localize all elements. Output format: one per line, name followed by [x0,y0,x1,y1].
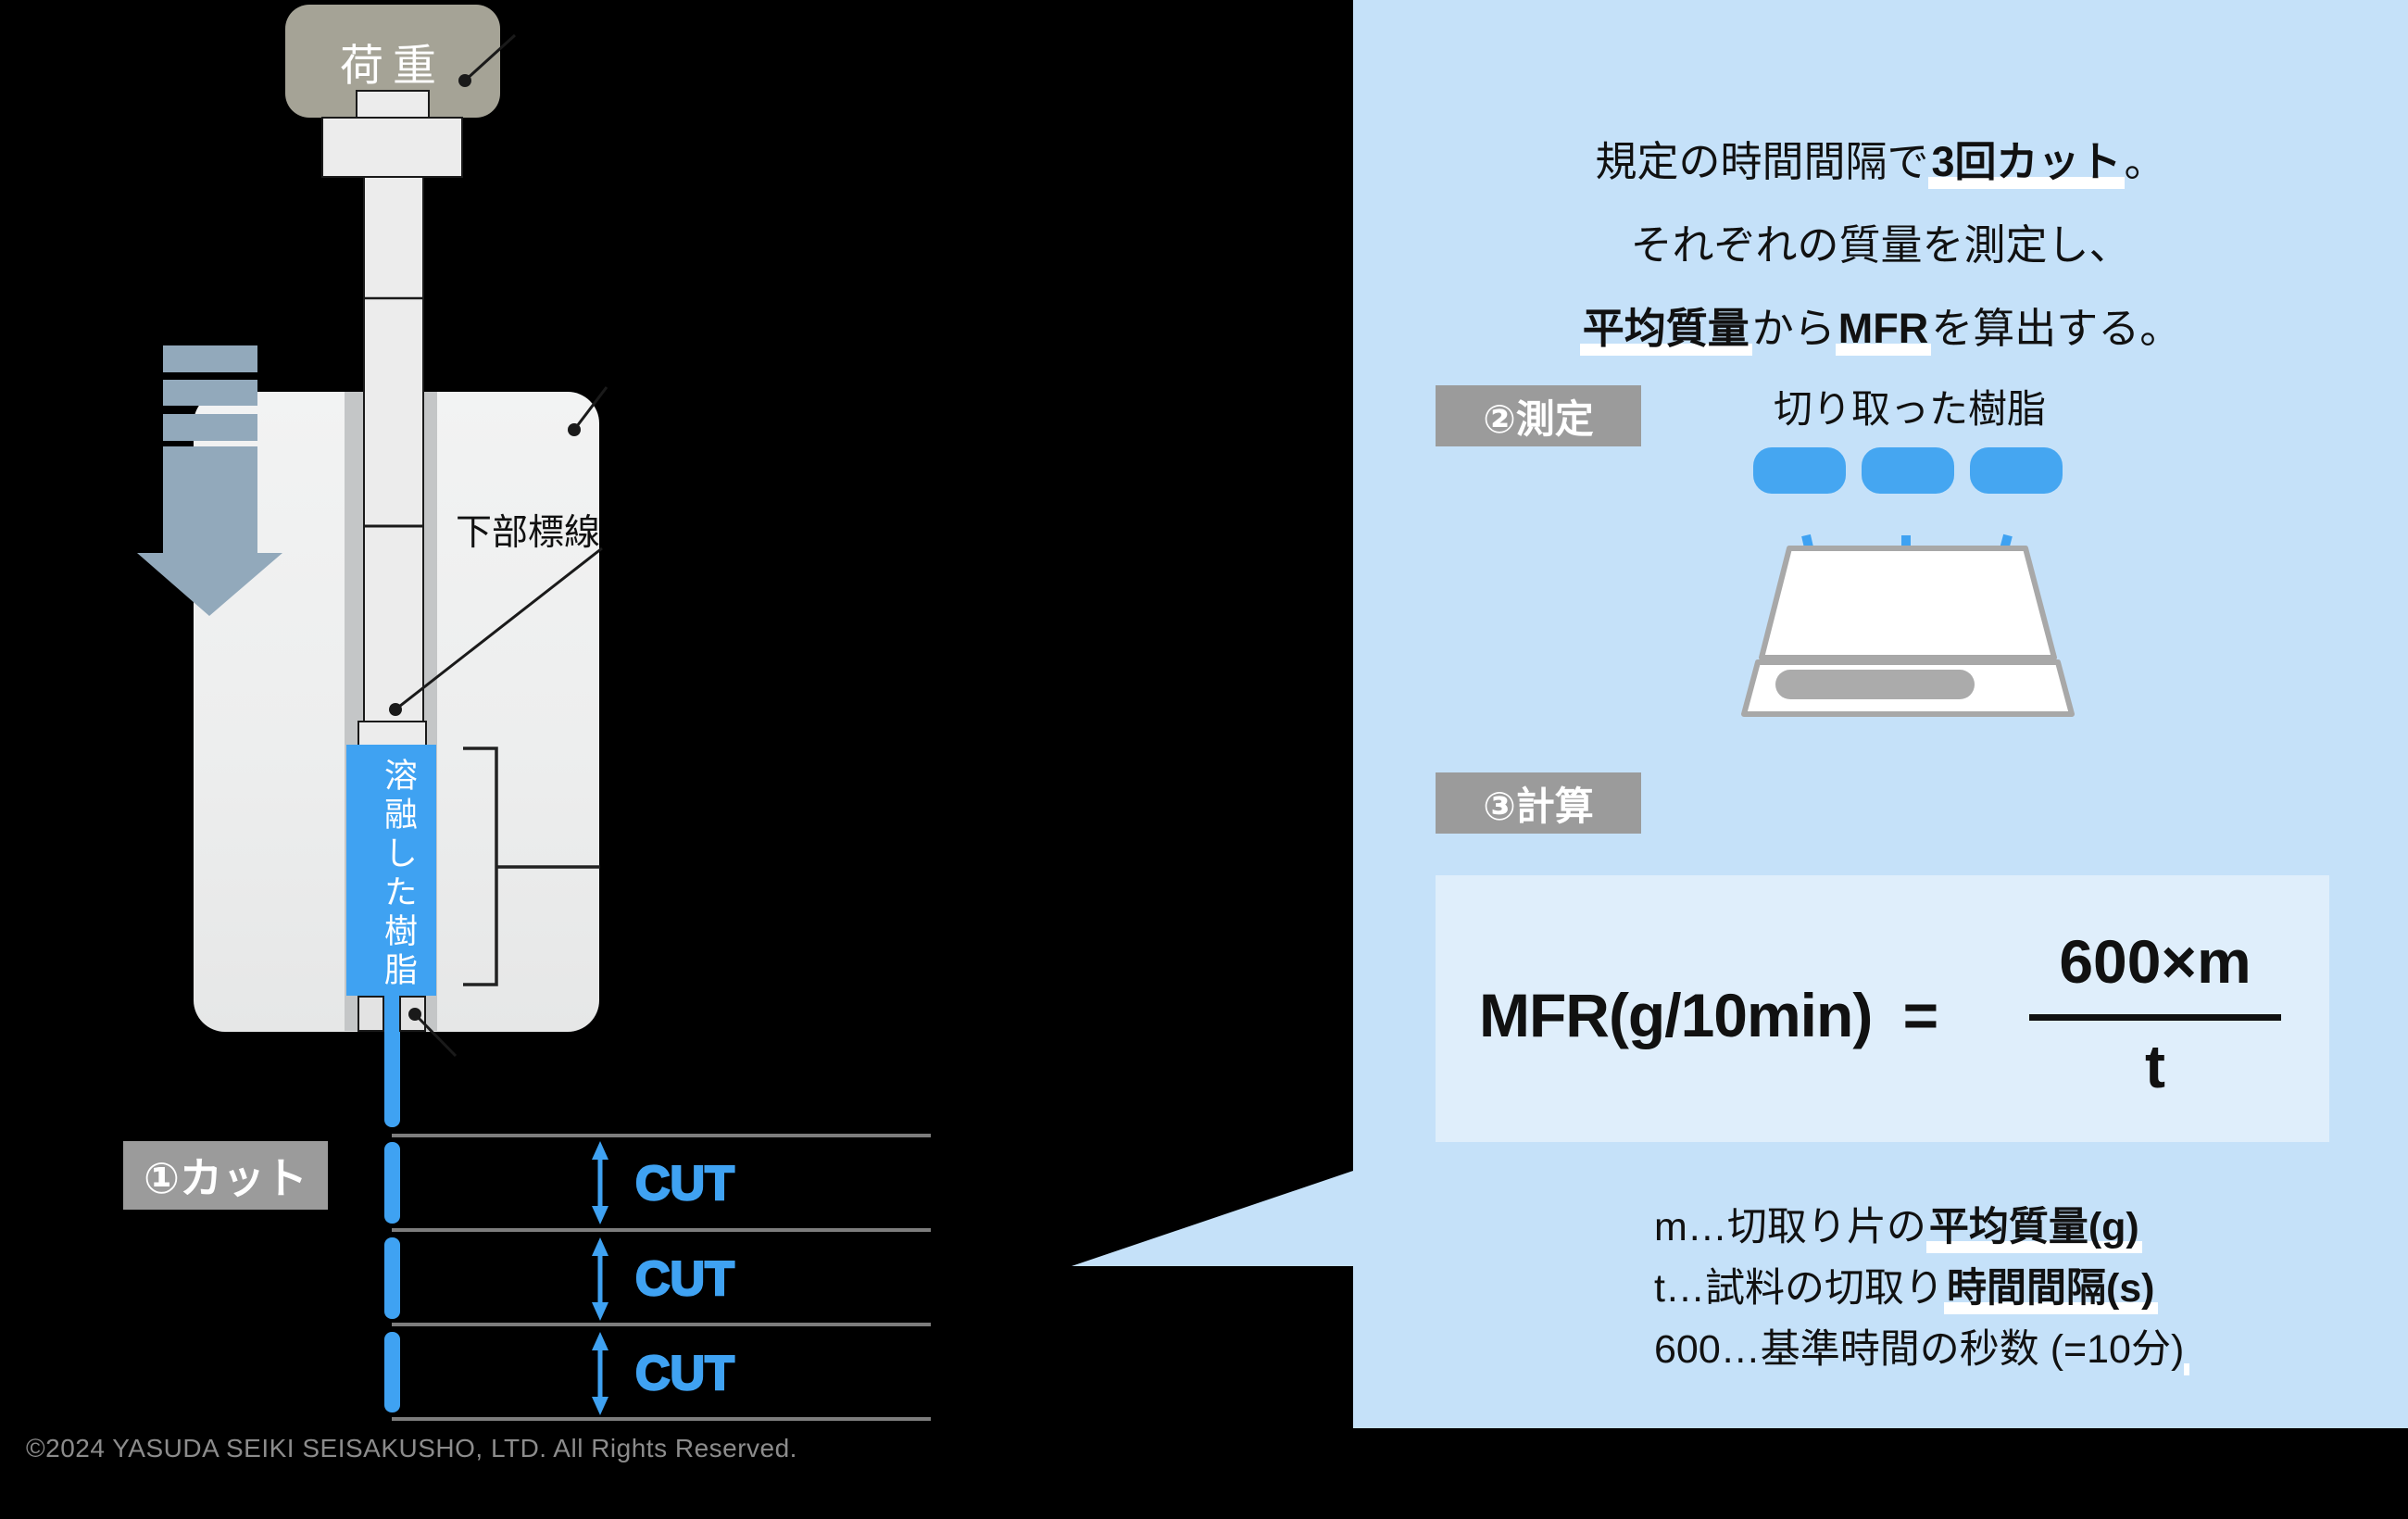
cut-resin-caption-text: 切り取った樹脂 [1773,387,2046,431]
resin-chip [1970,447,2063,494]
intro-line1-bold: 3回カット [1928,138,2125,189]
weight-label: 荷重 [340,40,445,90]
legend-m-pre: m…切取り片の [1654,1205,1926,1249]
intro-line2-text: それぞれの質量を測定し、 [1630,221,2131,269]
legend-line-t: t…試料の切取り時間間隔(s) [1654,1256,2158,1314]
intro-line-3: 平均質量からMFRを算出する。 [1353,295,2408,356]
step3-calc-box: ③計算 [1436,772,1641,834]
formula-lhs-text: MFR(g/10min) [1479,981,1873,1049]
legend-m-bold: 平均質量(g) [1925,1205,2142,1253]
step2-measure-label: ②測定 [1483,396,1594,441]
resin-cut-segment [384,1142,400,1224]
molten-resin-column [346,745,436,996]
cut-span-arrow-icon [592,1332,608,1415]
intro-line1-pre: 規定の時間間隔で [1595,138,1929,185]
formula-denominator-text: t [2145,1032,2165,1100]
cut-level-line [392,1417,931,1421]
intro-line-1: 規定の時間間隔で3回カット。 [1353,128,2408,189]
resin-chip [1753,447,1846,494]
intro-line1-post: 。 [2124,138,2166,185]
formula-numerator: 600×m [2029,926,2281,997]
cut-span-arrow-icon [592,1237,608,1321]
cut-level-line [392,1228,931,1232]
fraction-bar [2029,1014,2281,1021]
formula-numerator-text: 600×m [2059,927,2251,996]
molten-resin-label: 溶融した樹脂 [380,758,418,991]
formula-equals: = [1902,981,1939,1049]
resin-cut-segment [384,1237,400,1319]
resin-cut-segment [384,1332,400,1412]
intro-line3-bold2: MFR [1835,305,1932,356]
cut-mark-label: CUT [634,1251,735,1308]
step1-cut-label: ①カット [144,1154,307,1202]
copyright-text: ©2024 YASUDA SEIKI SEISAKUSHO, LTD. All … [26,1434,797,1463]
legend-line-600: 600…基準時間の秒数 (=10分) [1654,1317,2190,1375]
resin-strand [384,994,400,1127]
panel-tail [1072,1170,1356,1266]
cut-mark-label: CUT [634,1156,735,1212]
step2-measure-box: ②測定 [1436,385,1641,446]
cut-span-arrow-icon [592,1141,608,1224]
cut-mark-label: CUT [634,1346,735,1402]
intro-line-2: それぞれの質量を測定し、 [1353,211,2408,271]
die-block-right [399,996,426,1032]
formula-box [1436,875,2329,1142]
resin-chip [1862,447,1954,494]
intro-line3-bold1: 平均質量 [1579,305,1752,356]
cut-resin-caption: 切り取った樹脂 [1741,378,2078,434]
piston-collar [321,117,463,178]
piston-foot [357,721,427,747]
die-block-left [357,996,384,1032]
legend-line-m: m…切取り片の平均質量(g) [1654,1195,2142,1253]
cut-level-line [392,1134,931,1137]
intro-line3-post: を算出する。 [1931,305,2182,352]
lower-mark-label: 下部標線 [456,513,601,553]
formula-denominator: t [2029,1031,2281,1101]
step3-calc-label: ③計算 [1483,784,1594,828]
legend-600-pre: 600…基準時間の秒数 (=10分) [1654,1327,2185,1372]
cut-level-line [392,1323,931,1326]
legend-t-bold: 時間間隔(s) [1943,1266,2158,1314]
legend-t-pre: t…試料の切取り [1654,1266,1944,1311]
intro-line3-mid: から [1751,305,1836,352]
piston-neck [356,90,430,119]
legend-600-bold [2184,1327,2190,1375]
step1-cut-box: ①カット [123,1141,328,1210]
piston-rod [363,176,424,724]
formula-lhs: MFR(g/10min) = [1479,980,1938,1050]
